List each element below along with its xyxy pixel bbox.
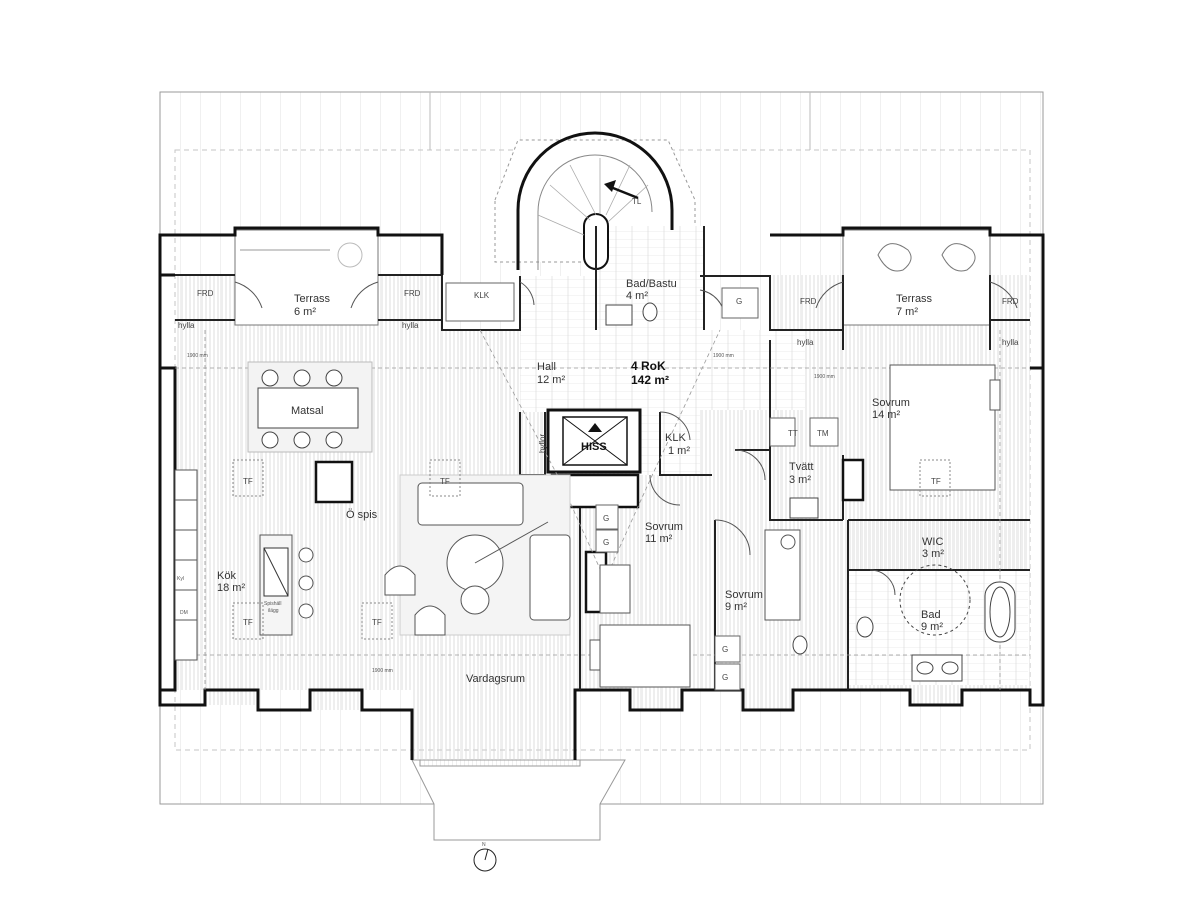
label-hylla-4: hylla — [1002, 338, 1019, 347]
summary-area: 142 m² — [631, 373, 669, 387]
label-spishall-2: ilägg — [268, 608, 279, 614]
room-kok-name: Kök — [217, 570, 236, 582]
label-tm: TM — [817, 429, 829, 438]
label-height-3: 1900 mm — [814, 374, 835, 380]
room-bad-bastu-name: Bad/Bastu — [626, 278, 677, 290]
label-g-2: G — [603, 538, 609, 547]
label-height-2: 1900 mm — [713, 353, 734, 359]
room-sovrum-c-area: 11 m² — [645, 533, 673, 545]
labels: FRD FRD FRD FRD Terrass 6 m² Terrass 7 m… — [177, 197, 1019, 848]
room-vardagsrum-name: Vardagsrum — [466, 673, 525, 685]
room-klk-small-area: 1 m² — [668, 445, 690, 457]
label-tf-4: TF — [372, 618, 382, 627]
kitchen — [174, 469, 314, 661]
label-hiss: HISS — [581, 441, 607, 453]
north-arrow — [473, 848, 497, 872]
bathroom-fixtures — [605, 302, 1016, 682]
label-tl: TL — [632, 197, 642, 206]
closets — [445, 282, 839, 691]
label-height-4: 1900 mm — [372, 668, 393, 674]
room-bad-bastu-area: 4 m² — [626, 290, 648, 302]
bedroom-furniture — [589, 364, 1001, 688]
room-wic-area: 3 m² — [922, 548, 944, 560]
label-kyl: Kyl — [177, 576, 184, 582]
room-terrass-e-area: 7 m² — [896, 306, 918, 318]
label-hylla-2: hylla — [402, 321, 419, 330]
room-kok-area: 18 m² — [217, 582, 245, 594]
room-terrass-w-area: 6 m² — [294, 306, 316, 318]
room-klk-small-name: KLK — [665, 432, 686, 444]
interior-walls — [175, 226, 1030, 690]
label-hyllor: hyllor — [538, 434, 547, 453]
room-terrass-e-name: Terrass — [896, 293, 933, 305]
room-tvatt-name: Tvätt — [789, 461, 813, 473]
room-terrass-w-name: Terrass — [294, 293, 331, 305]
room-bad-area: 9 m² — [921, 621, 943, 633]
label-g-3: G — [722, 645, 728, 654]
room-tvatt-area: 3 m² — [789, 474, 811, 486]
room-sovrum-s-area: 9 m² — [725, 601, 747, 613]
label-tf-2: TF — [440, 477, 450, 486]
room-hall-name: Hall — [537, 361, 556, 373]
room-wic-name: WIC — [922, 536, 943, 548]
label-hylla-1: hylla — [178, 321, 195, 330]
label-height-1: 1900 mm — [187, 353, 208, 359]
ceiling-markers — [232, 459, 951, 640]
label-tt: TT — [788, 429, 798, 438]
label-g-hall: G — [736, 297, 742, 306]
room-hall-area: 12 m² — [537, 374, 565, 386]
label-hylla-3: hylla — [797, 338, 814, 347]
label-frd-w1: FRD — [197, 289, 214, 298]
south-bay-window — [411, 759, 626, 841]
dining-table — [247, 361, 373, 453]
room-sovrum-ne-name: Sovrum — [872, 397, 910, 409]
room-matsal-name: Matsal — [291, 405, 323, 417]
room-sovrum-s-name: Sovrum — [725, 589, 763, 601]
living-room-furniture — [384, 474, 571, 636]
terraces — [234, 229, 991, 326]
label-tf-3: TF — [243, 618, 253, 627]
label-g-4: G — [722, 673, 728, 682]
label-frd-e1: FRD — [800, 297, 817, 306]
label-klk-large: KLK — [474, 291, 490, 300]
label-north: N — [482, 842, 486, 848]
label-g-1: G — [603, 514, 609, 523]
label-ospis: Ö spis — [346, 509, 378, 521]
label-tf-5: TF — [931, 477, 941, 486]
label-frd-e2: FRD — [1002, 297, 1019, 306]
label-dm: DM — [180, 610, 188, 616]
label-frd-w2: FRD — [404, 289, 421, 298]
label-spishall-1: Spishäll — [264, 601, 282, 607]
summary-rooms: 4 RoK — [631, 359, 666, 373]
room-sovrum-ne-area: 14 m² — [872, 409, 900, 421]
label-tf-1: TF — [243, 477, 253, 486]
room-sovrum-c-name: Sovrum — [645, 521, 683, 533]
room-bad-name: Bad — [921, 609, 941, 621]
